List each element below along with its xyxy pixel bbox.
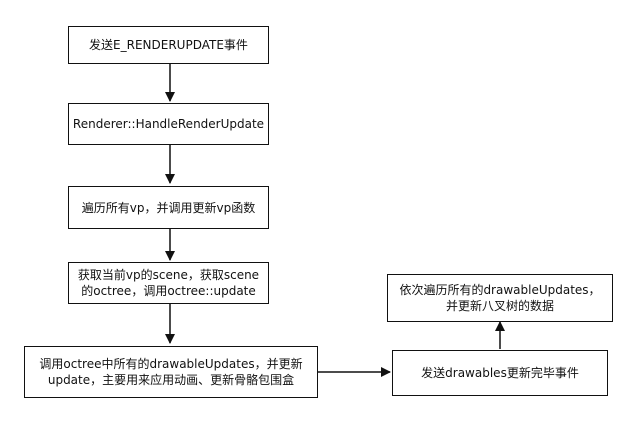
node-send-render-update: 发送E_RENDERUPDATE事件 [68, 26, 269, 64]
node-send-drawables-updated-label: 发送drawables更新完毕事件 [421, 366, 579, 380]
node-update-octree-data: 依次遍历所有的drawableUpdates，并更新八叉树的数据 [387, 274, 613, 322]
node-update-octree-data-label: 依次遍历所有的drawableUpdates，并更新八叉树的数据 [399, 283, 601, 313]
node-call-drawable-updates: 调用octree中所有的drawableUpdates，并更新update，主要… [24, 346, 318, 398]
node-get-scene-octree-label: 获取当前vp的scene，获取scene的octree，调用octree::up… [77, 268, 260, 298]
node-send-render-update-label: 发送E_RENDERUPDATE事件 [89, 38, 248, 52]
node-handle-render-update-label: Renderer::HandleRenderUpdate [72, 117, 265, 131]
node-get-scene-octree: 获取当前vp的scene，获取scene的octree，调用octree::up… [68, 262, 269, 304]
node-iterate-viewports: 遍历所有vp，并调用更新vp函数 [68, 186, 269, 229]
node-handle-render-update: Renderer::HandleRenderUpdate [68, 103, 269, 145]
node-iterate-viewports-label: 遍历所有vp，并调用更新vp函数 [81, 200, 256, 215]
node-call-drawable-updates-label: 调用octree中所有的drawableUpdates，并更新update，主要… [39, 357, 303, 387]
node-send-drawables-updated: 发送drawables更新完毕事件 [392, 350, 608, 396]
